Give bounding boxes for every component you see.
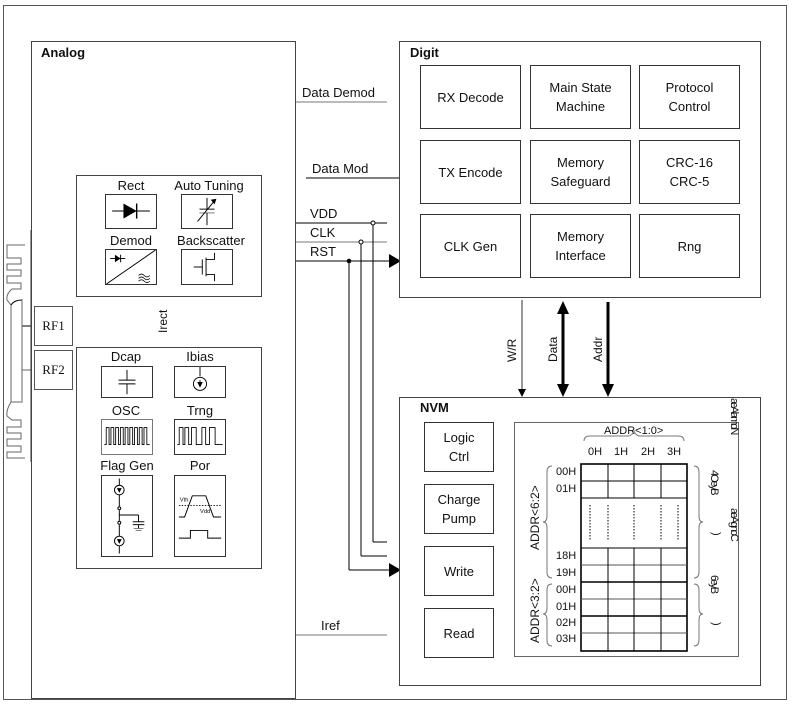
col-0h: 0H bbox=[588, 446, 603, 458]
addr-label: Addr bbox=[591, 336, 605, 362]
flag-gen-circuit-icon bbox=[101, 475, 153, 557]
normal-area-paren: ) bbox=[710, 532, 722, 534]
normal-area-size: 4OeyB bbox=[708, 470, 720, 494]
mosfet-icon bbox=[181, 249, 233, 285]
tx-encode-cell: TX Encode bbox=[420, 140, 521, 204]
osc-label: OSC bbox=[111, 403, 141, 418]
col-2h: 2H bbox=[641, 446, 656, 458]
config-area-label: aeAgnoC bbox=[728, 508, 740, 540]
auto-tuning-label: Auto Tuning bbox=[174, 178, 244, 193]
vdd-label: VDD bbox=[310, 206, 338, 221]
clk-label: CLK bbox=[310, 225, 336, 240]
wr-label: W/R bbox=[505, 338, 519, 362]
data-mod-label: Data Mod bbox=[312, 161, 369, 176]
addr-normal-group-label: ADDR<6:2> bbox=[528, 485, 542, 550]
trng-label: Trng bbox=[186, 403, 214, 418]
ibias-label: Ibias bbox=[186, 349, 214, 364]
digit-title: Digit bbox=[410, 45, 439, 60]
crc-cell: CRC-16 CRC-5 bbox=[639, 140, 740, 204]
rx-decode-cell: RX Decode bbox=[420, 65, 521, 129]
analog-title: Analog bbox=[41, 45, 86, 60]
clk-gen-cell: CLK Gen bbox=[420, 214, 521, 278]
memory-safeguard-cell: Memory Safeguard bbox=[530, 140, 631, 204]
rng-cell: Rng bbox=[639, 214, 740, 278]
por-vth-text: Vth bbox=[180, 498, 189, 504]
row-config-01h: 01H bbox=[556, 601, 577, 613]
col-3h: 3H bbox=[667, 446, 682, 458]
row-config-00h: 00H bbox=[556, 584, 577, 596]
rect-label: Rect bbox=[117, 178, 145, 193]
col-1h: 1H bbox=[614, 446, 629, 458]
current-source-icon bbox=[174, 366, 226, 398]
iref-label: Iref bbox=[321, 618, 340, 633]
row-normal-18h: 18H bbox=[556, 550, 577, 562]
config-area-size: 6eyB bbox=[708, 575, 720, 593]
read-cell: Read bbox=[424, 608, 494, 658]
square-wave-icon bbox=[101, 419, 153, 455]
variable-capacitor-icon bbox=[181, 194, 233, 229]
irect-label: Irect bbox=[156, 309, 170, 333]
backscatter-label: Backscatter bbox=[177, 233, 245, 248]
por-vdd-text: Vdd bbox=[200, 509, 210, 515]
rf2-pad: RF2 bbox=[34, 350, 73, 390]
rf1-pad: RF1 bbox=[34, 306, 73, 346]
demodulator-icon bbox=[105, 249, 157, 285]
row-config-03h: 03H bbox=[556, 633, 577, 645]
write-cell: Write bbox=[424, 546, 494, 596]
row-normal-01h: 01H bbox=[556, 483, 577, 495]
addr-config-group-label: ADDR<3:2> bbox=[528, 578, 542, 643]
data-demod-label: Data Demod bbox=[302, 85, 375, 100]
logic-ctrl-cell: Logic Ctrl bbox=[424, 422, 494, 472]
demod-label: Demod bbox=[110, 233, 152, 248]
random-wave-icon bbox=[174, 419, 226, 455]
dcap-label: Dcap bbox=[110, 349, 142, 364]
main-state-machine-cell: Main State Machine bbox=[530, 65, 631, 129]
memory-interface-cell: Memory Interface bbox=[530, 214, 631, 278]
row-normal-19h: 19H bbox=[556, 567, 577, 579]
nvm-title: NVM bbox=[420, 400, 449, 415]
row-config-02h: 02H bbox=[556, 617, 577, 629]
normal-area-label: aeAlamoN bbox=[728, 398, 740, 434]
diode-icon bbox=[105, 194, 157, 229]
charge-pump-cell: Charge Pump bbox=[424, 484, 494, 534]
diagram-frame bbox=[3, 5, 787, 700]
protocol-control-cell: Protocol Control bbox=[639, 65, 740, 129]
capacitor-icon bbox=[101, 366, 153, 398]
row-normal-00h: 00H bbox=[556, 466, 577, 478]
config-area-paren: ) bbox=[710, 622, 722, 624]
data-label: Data bbox=[546, 336, 560, 362]
addr-col-group-label: ADDR<1:0> bbox=[604, 425, 664, 437]
flag-gen-label: Flag Gen bbox=[100, 458, 154, 473]
por-label: Por bbox=[189, 458, 211, 473]
rst-label: RST bbox=[310, 244, 336, 259]
